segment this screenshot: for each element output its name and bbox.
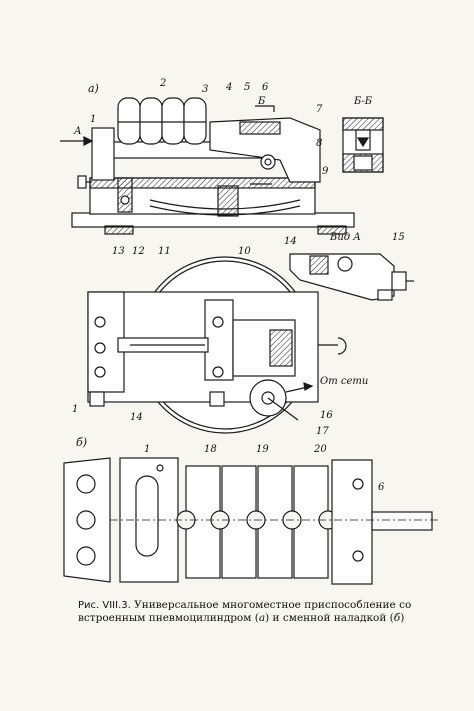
caption-text: Универсальное многоместное приспособлени… — [78, 599, 412, 624]
label-from-network: От сети — [320, 376, 368, 387]
lever — [209, 117, 321, 183]
workpieces — [117, 97, 207, 145]
label-6b: 6 — [378, 482, 385, 493]
label-17: 17 — [316, 426, 329, 437]
caption-end: ) — [400, 612, 405, 624]
figure-caption: Рис. VIII.3. Универсальное многоместное … — [78, 599, 428, 625]
label-section-mark: Б — [257, 96, 266, 107]
label-section-bb: Б-Б — [353, 96, 373, 107]
label-8: 8 — [316, 138, 322, 149]
end-plate — [63, 457, 111, 583]
label-9: 9 — [322, 166, 329, 177]
label-14: 14 — [284, 236, 297, 247]
caption-mid: ) и сменной наладкой ( — [265, 612, 394, 624]
label-15: 15 — [392, 232, 405, 243]
label-2: 2 — [159, 78, 166, 89]
label-3: 3 — [202, 84, 208, 95]
label-view-b: б) — [76, 436, 87, 449]
label-5: 5 — [244, 82, 250, 93]
shaft — [371, 511, 433, 531]
label-12: 12 — [132, 246, 145, 257]
label-arrow-a: А — [73, 126, 82, 137]
label-19: 19 — [256, 444, 269, 455]
view-a-detail — [289, 253, 414, 301]
label-14b: 14 — [130, 412, 143, 423]
label-1b: 1 — [72, 404, 78, 415]
section-bb-detail — [342, 117, 384, 173]
label-10: 10 — [238, 246, 251, 257]
label-20: 20 — [313, 444, 327, 455]
plan-view — [87, 256, 347, 434]
label-18: 18 — [204, 444, 217, 455]
label-1: 1 — [90, 114, 96, 125]
view-b-section — [63, 457, 440, 585]
label-6: 6 — [262, 82, 269, 93]
interchangeable-blocks — [176, 465, 338, 579]
caption-a: а — [258, 612, 266, 624]
view-a-section — [60, 97, 355, 235]
label-view-a: а) — [88, 82, 99, 95]
left-jaw — [91, 127, 115, 181]
label-13: 13 — [112, 246, 125, 257]
label-16: 16 — [320, 410, 333, 421]
label-4: 4 — [225, 82, 232, 93]
end-block — [331, 459, 373, 585]
label-view-a-detail: Вид А — [329, 232, 361, 243]
label-1c: 1 — [144, 444, 150, 455]
plan-bolts — [94, 316, 224, 378]
labels: а) А 1 2 3 4 5 6 Б 7 8 9 Б-Б 10 11 12 13… — [72, 78, 405, 493]
caption-b: б — [393, 612, 401, 624]
caption-title: Рис. VIII.3. — [78, 600, 131, 611]
label-11: 11 — [158, 246, 171, 257]
label-7: 7 — [316, 104, 323, 115]
